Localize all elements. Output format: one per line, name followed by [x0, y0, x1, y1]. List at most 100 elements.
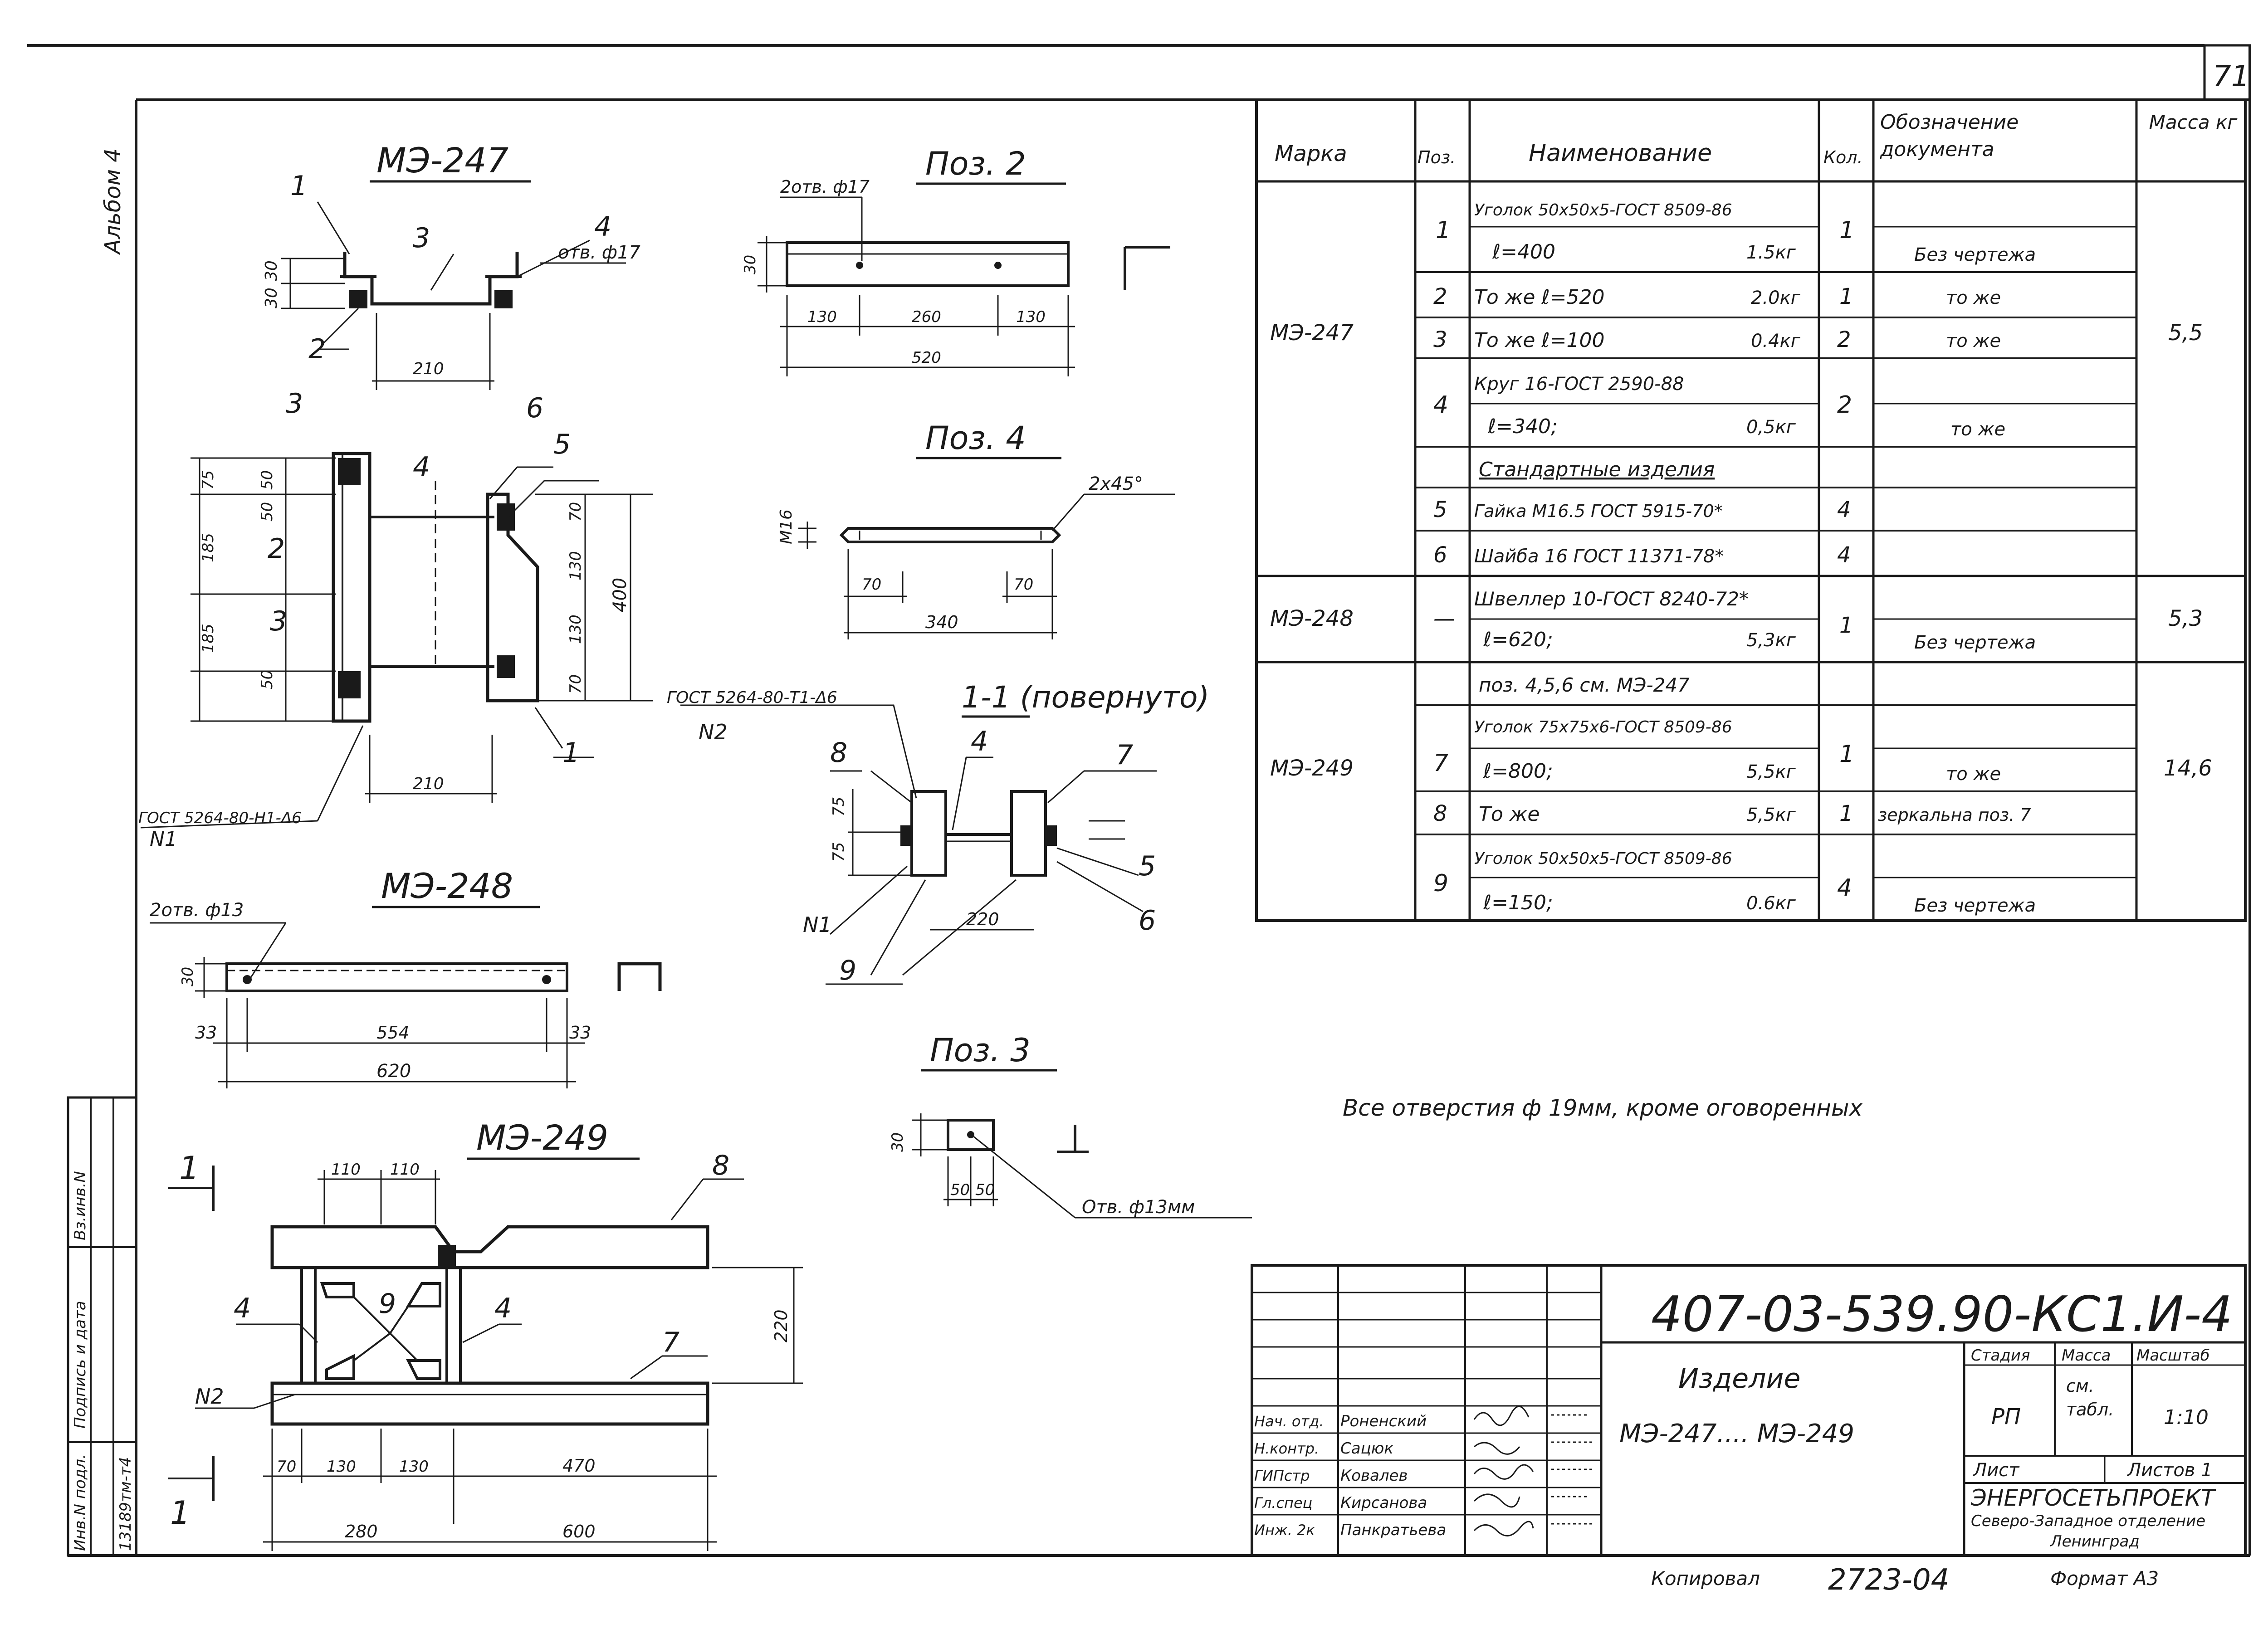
staff-name-0: Роненский [1340, 1412, 1427, 1430]
me247-dim-70b: 70 [567, 674, 585, 694]
staff-name-2: Ковалев [1340, 1467, 1408, 1485]
me247-dim-50b: 50 [258, 502, 276, 522]
title-block [1251, 1264, 2247, 1557]
spec-r8-mass-item: 5,3кг [1746, 630, 1796, 651]
me247-mark-3a: 1 [290, 170, 308, 202]
me247-top-view [281, 201, 626, 390]
me247-dim-185b: 185 [199, 624, 217, 653]
me249-mark-7: 7 [662, 1327, 679, 1358]
spec-r3-name: То же ℓ=100 [1474, 329, 1605, 352]
spec-header-name: Наименование [1529, 140, 1712, 167]
spec-header-qty: Кол. [1823, 147, 1863, 167]
pos4-rod [798, 493, 1175, 639]
spec-r6-name: Гайка М16.5 ГОСТ 5915-70* [1474, 501, 1723, 521]
section-weld-n1: N1 [803, 912, 832, 937]
title-scale: 1:10 [2164, 1406, 2209, 1429]
me248-dim-554: 554 [376, 1023, 410, 1043]
spec-r4-name: Круг 16-ГОСТ 2590-88 [1474, 374, 1684, 395]
spec-r4-qty: 2 [1837, 391, 1852, 419]
title-item-range: МЭ-247.... МЭ-249 [1619, 1419, 1854, 1449]
me248-dim-33b: 33 [569, 1023, 591, 1043]
spec-r8-qty: 1 [1839, 613, 1853, 638]
pos2-dim-30: 30 [741, 255, 759, 274]
title-mass: см. табл. [2066, 1376, 2114, 1419]
me248-dim-30: 30 [179, 967, 197, 986]
general-note: Все отверстия ф 19мм, кроме оговоренных [1343, 1095, 1862, 1121]
me249-mark-9: 9 [379, 1288, 396, 1320]
signatures [1473, 1405, 1592, 1536]
title-org2: Северо-Западное отделение [1971, 1512, 2205, 1530]
section-mark-4: 4 [971, 726, 988, 757]
me249-assembly [168, 1166, 803, 1551]
copied-code: 2723-04 [1828, 1563, 1949, 1597]
spec-mark-me249: МЭ-249 [1270, 756, 1354, 781]
spec-r11-mass-item: 5,5кг [1746, 805, 1796, 825]
me249-cut-top: 1 [179, 1150, 200, 1187]
me247-weld-n1: N1 [150, 828, 177, 851]
staff-name-3: Кирсанова [1340, 1494, 1427, 1512]
pos3-hole: Отв. ф13мм [1082, 1197, 1195, 1218]
spec-r7-qty: 4 [1837, 542, 1851, 568]
spec-r10-name: Уголок 75х75х6-ГОСТ 8509-86 [1474, 718, 1732, 737]
section-title: 1-1 (повернуто) [962, 680, 1209, 715]
left-margin-stamp [67, 1096, 137, 1557]
me247-dim-400: 400 [610, 578, 631, 612]
margin-inv-number: 13189тм-т4 [117, 1457, 135, 1551]
spec-mass-me249: 14,6 [2164, 756, 2212, 781]
spec-r4-doc: то же [1950, 419, 2005, 440]
spec-r6-qty: 4 [1837, 497, 1851, 522]
pos3-dim-30: 30 [889, 1132, 907, 1152]
title-org1: ЭНЕРГОСЕТЬПРОЕКТ [1970, 1485, 2216, 1511]
section-dim-220: 220 [966, 909, 999, 929]
spec-r4-mass-item: 0,5кг [1746, 417, 1796, 438]
format-label: Формат А3 [2050, 1567, 2159, 1590]
spec-r4-pos: 4 [1433, 391, 1448, 419]
me249-weld-n2: N2 [195, 1384, 224, 1409]
pos3-dim-50b: 50 [975, 1181, 995, 1199]
me247-dim-50c: 50 [258, 670, 276, 689]
pos2-dim-130b: 130 [1016, 308, 1046, 326]
me249-dim-130b: 130 [399, 1458, 429, 1476]
pos2-hole: 2отв. ф17 [780, 177, 870, 197]
pos2-angle [758, 236, 1170, 376]
me248-hole: 2отв. ф13 [150, 900, 244, 921]
spec-r10-pos: 7 [1433, 750, 1448, 777]
me249-dim-110b: 110 [390, 1161, 420, 1179]
me249-dim-110a: 110 [331, 1161, 361, 1179]
spec-r2-mass-item: 2.0кг [1751, 288, 1801, 308]
section-view [680, 704, 1157, 985]
pos4-dim-340: 340 [925, 612, 958, 632]
staff-role-3: Гл.спец [1254, 1494, 1312, 1512]
section-dim-75b: 75 [830, 842, 848, 862]
title-code: 407-03-539.90-КС1.И-4 [1651, 1286, 2233, 1343]
spec-header-doc: Обозначение документа [1880, 111, 2019, 161]
spec-r8-name: Швеллер 10-ГОСТ 8240-72* [1474, 588, 1749, 610]
section-mark-5: 5 [1139, 850, 1156, 882]
me247-mark-4b: 4 [413, 451, 430, 483]
me247-mark-1a: 4 [594, 211, 611, 243]
me247-dim-70a: 70 [567, 502, 585, 522]
spec-r1-name: Уголок 50х50х5-ГОСТ 8509-86 [1474, 201, 1732, 219]
pos3-angle [912, 1113, 1252, 1219]
section-mark-8: 8 [830, 737, 847, 769]
spec-r8-doc: Без чертежа [1914, 632, 2036, 653]
spec-r12-doc: Без чертежа [1914, 895, 2036, 916]
me249-mark-4b: 4 [494, 1293, 512, 1324]
title-org3: Ленинград [2049, 1532, 2140, 1551]
spec-r2-qty: 1 [1839, 284, 1853, 309]
spec-r3-mass-item: 0.4кг [1751, 331, 1801, 351]
spec-r11-doc: зеркальна поз. 7 [1878, 805, 2031, 825]
me249-mark-8: 8 [712, 1150, 729, 1181]
margin-sign-label: Подпись и дата [71, 1301, 89, 1429]
title-item-label: Изделие [1678, 1363, 1800, 1395]
spec-r12-name: Уголок 50х50х5-ГОСТ 8509-86 [1474, 849, 1732, 868]
me247-mark-5: 5 [553, 429, 571, 460]
pos4-dim-70a: 70 [862, 576, 881, 594]
me247-mark-3b: 3 [286, 388, 303, 419]
spec-r1-mass-item: 1.5кг [1746, 242, 1796, 263]
spec-r12-sub: ℓ=150; [1483, 891, 1553, 914]
me249-dim-130a: 130 [327, 1458, 356, 1476]
me248-title: МЭ-248 [381, 866, 513, 906]
section-weld-n2: N2 [699, 720, 728, 744]
